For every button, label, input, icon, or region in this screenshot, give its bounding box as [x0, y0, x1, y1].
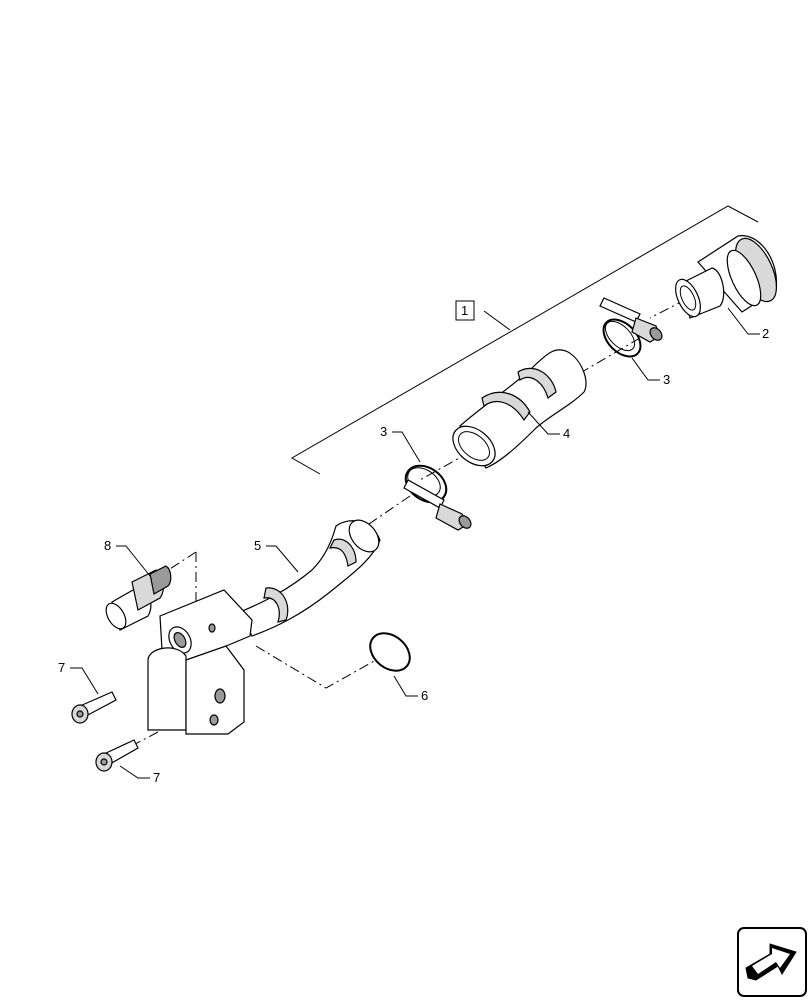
part-2-connector: [675, 235, 778, 319]
assembly-bracket: [290, 205, 759, 475]
part-7-upper-screw: [71, 691, 117, 724]
label-7-upper: 7: [58, 660, 65, 675]
part-3-upper-clamp: [599, 297, 663, 358]
label-8: 8: [104, 538, 111, 553]
label-3-upper: 3: [663, 372, 670, 387]
label-5: 5: [254, 538, 261, 553]
label-7-lower: 7: [153, 770, 160, 785]
leader-lines: [70, 307, 760, 779]
part-5-tube: [147, 519, 381, 735]
label-6: 6: [421, 688, 428, 703]
label-2: 2: [762, 326, 769, 341]
label-1: 1: [461, 303, 468, 318]
label-3-lower: 3: [380, 424, 387, 439]
label-4: 4: [563, 426, 570, 441]
next-page-arrow-icon[interactable]: [737, 927, 807, 997]
callout-1: 1: [455, 300, 475, 321]
part-7-lower-screw: [95, 739, 139, 772]
part-8-fitting: [105, 565, 172, 631]
part-3-lower-clamp: [403, 464, 472, 531]
part-4-hose: [452, 349, 587, 469]
part-6-o-ring: [369, 632, 411, 672]
